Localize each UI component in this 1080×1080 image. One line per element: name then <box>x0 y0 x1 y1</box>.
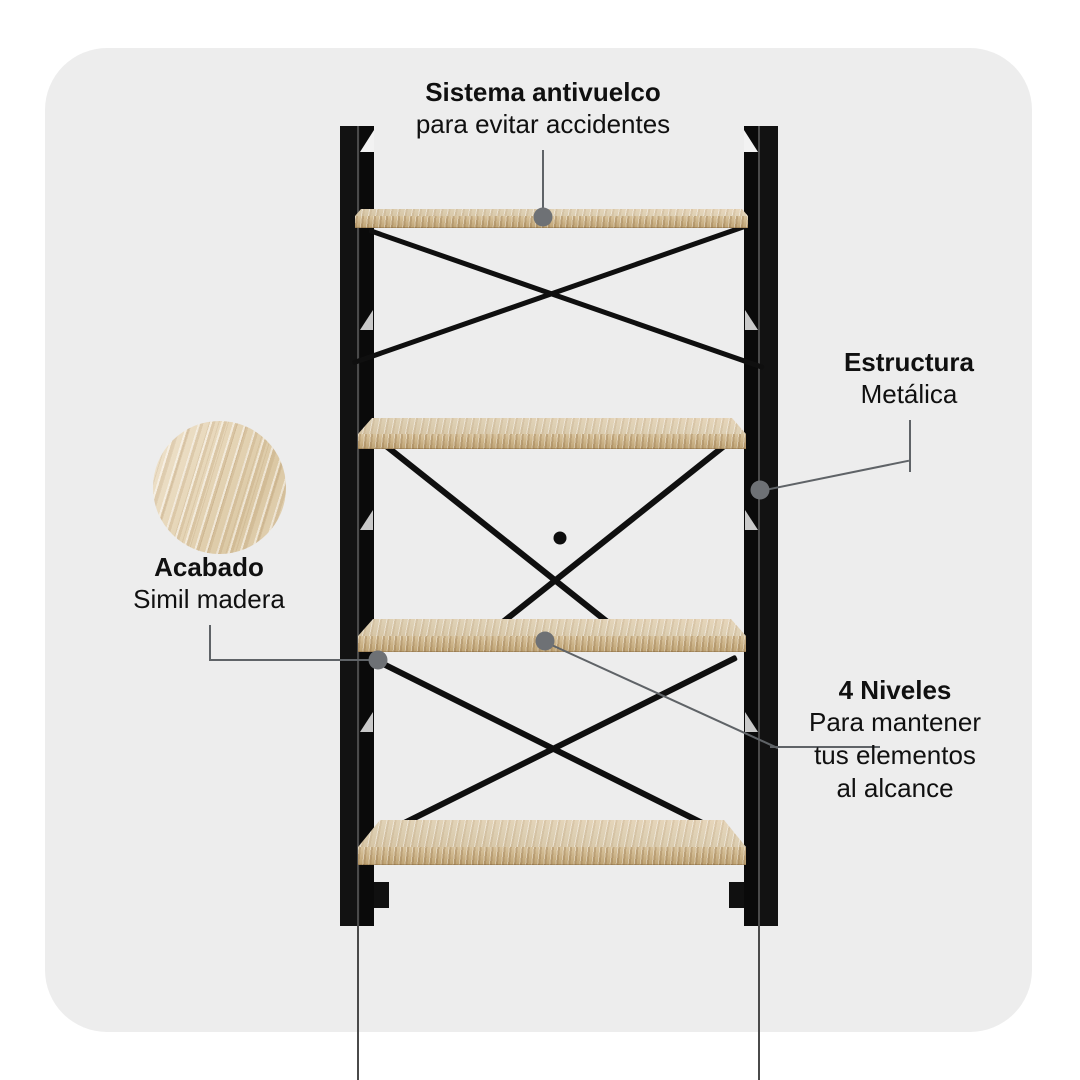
callout-antivuelco-dot <box>533 207 553 227</box>
callout-antivuelco-leader <box>542 150 544 215</box>
callout-estructura-subtitle: Metálica <box>860 379 958 409</box>
x-brace-1-left <box>368 228 765 371</box>
callout-acabado-leader-horizontal <box>209 659 375 661</box>
shelf-3-surface <box>358 619 746 636</box>
callout-estructura-leader-diagonal <box>759 459 910 492</box>
shelf-2-front-edge <box>358 434 746 449</box>
callout-niveles-title: 4 Niveles <box>838 675 952 705</box>
x-brace-2-joint <box>553 531 567 545</box>
shelf-3 <box>358 619 746 652</box>
shelf-4-surface <box>358 820 746 847</box>
shelf-2 <box>358 418 746 449</box>
right-post-foot <box>729 882 744 908</box>
callout-acabado-subtitle: Simil madera <box>133 584 285 614</box>
callout-antivuelco-title: Sistema antivuelco <box>425 77 661 107</box>
shelf-4-front-edge <box>358 847 746 865</box>
callout-antivuelco-subtitle: para evitar accidentes <box>415 109 671 139</box>
wood-finish-swatch <box>153 421 286 554</box>
x-brace-3-right <box>395 654 738 830</box>
callout-acabado-dot <box>368 650 388 670</box>
callout-estructura-label: Estructura Metálica <box>759 346 1059 411</box>
callout-niveles-subtitle-line-1: Para mantener <box>809 707 981 737</box>
left-post-foot <box>374 882 389 908</box>
callout-niveles-dot <box>535 631 555 651</box>
right-post-edge-highlight <box>758 126 760 1080</box>
shelf-4 <box>358 820 746 865</box>
callout-estructura-dot <box>750 480 770 500</box>
left-post-edge-highlight <box>357 126 359 1080</box>
callout-acabado-label: Acabado Simil madera <box>59 551 359 616</box>
callout-acabado-leader-riser <box>209 625 211 661</box>
callout-niveles-subtitle-line-3: al alcance <box>836 773 954 803</box>
callout-niveles-leader-horizontal <box>770 746 880 748</box>
callout-acabado-title: Acabado <box>154 552 264 582</box>
callout-niveles-subtitle-line-2: tus elementos <box>814 740 976 770</box>
x-brace-2-right <box>495 437 734 629</box>
x-brace-2-left <box>382 442 621 634</box>
callout-estructura-leader-riser <box>909 420 911 472</box>
shelf-2-surface <box>358 418 746 434</box>
callout-niveles-label: 4 Niveles Para mantener tus elementos al… <box>770 674 1020 805</box>
callout-antivuelco-label: Sistema antivuelco para evitar accidente… <box>343 76 743 141</box>
shelf-1-front-edge <box>355 216 748 228</box>
callout-estructura-title: Estructura <box>843 347 975 377</box>
